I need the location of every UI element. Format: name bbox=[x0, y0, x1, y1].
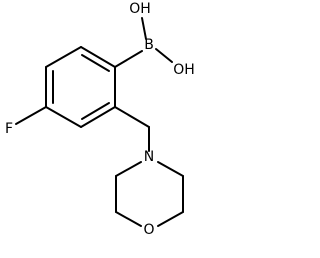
atom-labels: B OH OH F N O bbox=[5, 1, 195, 238]
bond-c2-boron bbox=[114, 50, 143, 68]
bond-c-lower-right-o bbox=[157, 211, 184, 227]
bond-boron-oh-right bbox=[155, 48, 173, 63]
bond-boron-oh-top bbox=[141, 17, 147, 40]
hydroxyl-right-label: OH bbox=[173, 62, 195, 78]
bond-n-c-right bbox=[157, 161, 184, 177]
ring-oxygen-label: O bbox=[143, 222, 154, 238]
nitrogen-label: N bbox=[144, 149, 154, 165]
boron-label: B bbox=[144, 37, 154, 53]
bond-c-left-n bbox=[115, 161, 142, 177]
chemical-structure: B OH OH F N O bbox=[5, 1, 195, 238]
fluorine-label: F bbox=[5, 121, 13, 137]
bonds bbox=[15, 17, 184, 227]
bond-c5-fluorine bbox=[15, 106, 47, 125]
bond-c6-c1 bbox=[45, 46, 82, 68]
hydroxyl-top-label: OH bbox=[129, 1, 151, 17]
bond-c4-c5 bbox=[45, 106, 82, 128]
bond-c3-c4 bbox=[80, 106, 116, 128]
double-bond-c1-c2 bbox=[81, 54, 110, 72]
bond-o-c-lower-left bbox=[115, 211, 142, 227]
double-bond-c3-c4 bbox=[81, 102, 110, 120]
bond-c3-ch2 bbox=[114, 106, 150, 128]
bond-c1-c2 bbox=[80, 46, 116, 68]
